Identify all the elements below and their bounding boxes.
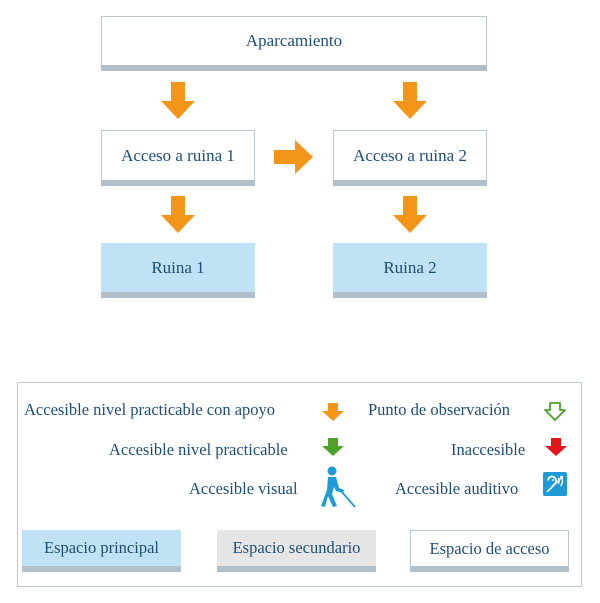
red-arrow-icon: [545, 438, 567, 456]
node-ruina-2-label: Ruina 2: [383, 257, 437, 277]
node-ruina-1: Ruina 1: [101, 243, 255, 298]
green-arrow-icon: [322, 438, 344, 456]
node-ruina-2: Ruina 2: [333, 243, 487, 298]
legend-espacio-secundario: Espacio secundario: [217, 530, 376, 572]
arrow-down-acceso2-ruina2: [393, 196, 427, 233]
node-acceso-ruina-2-label: Acceso a ruina 2: [353, 145, 467, 165]
arrow-down-acceso1-ruina1: [161, 196, 195, 233]
legend-espacio-secundario-label: Espacio secundario: [232, 538, 361, 557]
node-acceso-ruina-1: Acceso a ruina 1: [101, 130, 255, 186]
legend-espacio-principal-label: Espacio principal: [43, 538, 159, 557]
legend-auditivo-label: Accesible auditivo: [395, 479, 519, 498]
arrow-right-acceso1-acceso2: [274, 140, 313, 174]
node-acceso-ruina-1-label: Acceso a ruina 1: [121, 145, 235, 165]
legend-espacio-acceso-label: Espacio de acceso: [429, 538, 550, 558]
legend: Accesible nivel practicable con apoyo Pu…: [17, 382, 582, 587]
arrow-down-aparcamiento-acceso2: [393, 82, 427, 119]
legend-inaccesible-label: Inaccesible: [451, 440, 526, 459]
legend-observacion-label: Punto de observación: [368, 400, 511, 419]
legend-practicable-label: Accesible nivel practicable: [109, 440, 288, 459]
legend-apoyo-label: Accesible nivel practicable con apoyo: [24, 400, 276, 419]
blind-person-icon: [321, 466, 356, 508]
node-ruina-1-label: Ruina 1: [151, 257, 205, 277]
arrow-down-aparcamiento-acceso1: [161, 82, 195, 119]
hearing-icon: [543, 472, 567, 496]
legend-espacio-acceso: Espacio de acceso: [410, 530, 569, 572]
node-aparcamiento-label: Aparcamiento: [245, 31, 343, 50]
outline-arrow-icon: [544, 402, 566, 421]
node-aparcamiento: Aparcamiento: [101, 16, 487, 71]
legend-espacio-principal: Espacio principal: [22, 530, 181, 572]
node-acceso-ruina-2: Acceso a ruina 2: [333, 130, 487, 186]
legend-visual-label: Accesible visual: [189, 479, 298, 498]
orange-arrow-icon: [322, 403, 344, 421]
